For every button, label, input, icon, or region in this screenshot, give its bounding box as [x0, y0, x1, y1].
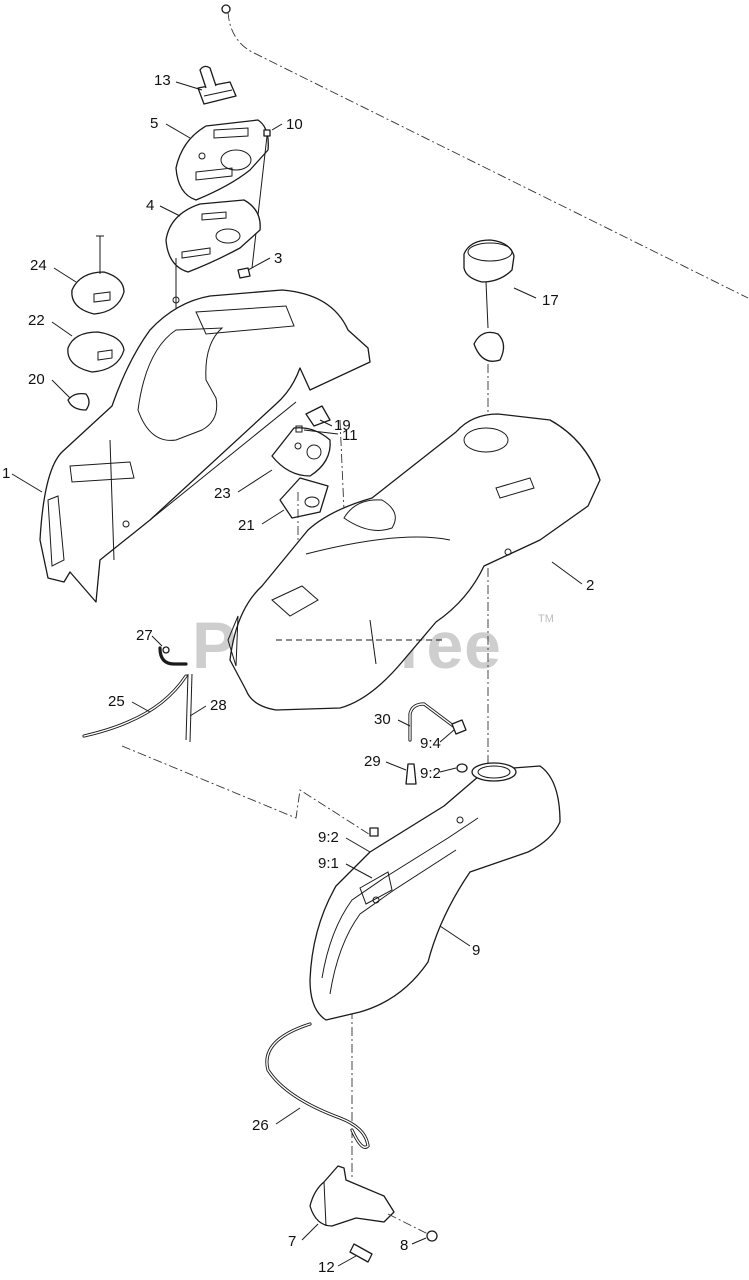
part-29-valve[interactable]	[405, 763, 417, 785]
part-7-mounting-bracket[interactable]	[309, 1165, 395, 1227]
cable-knob	[221, 4, 231, 14]
callout-24[interactable]: 24	[30, 257, 47, 274]
part-28-bracket[interactable]	[185, 673, 193, 743]
bracket-bolt-line	[387, 1213, 429, 1235]
callout-9-2-upper[interactable]: 9:2	[420, 765, 441, 782]
callout-9-4[interactable]: 9:4	[420, 735, 441, 752]
part-9-4-elbow[interactable]	[451, 719, 467, 735]
part-9-2-grommet-upper[interactable]	[456, 763, 468, 773]
callout-9-2-lower[interactable]: 9:2	[318, 829, 339, 846]
part-24-screw	[96, 235, 104, 274]
part-19-clip[interactable]	[305, 405, 331, 427]
part-4-gasket-plate[interactable]	[165, 199, 261, 273]
part-11-screw[interactable]	[295, 425, 303, 433]
callout-27[interactable]: 27	[136, 627, 153, 644]
part-25-fuel-hose[interactable]	[82, 674, 188, 738]
part-27-hose-clip[interactable]	[158, 646, 188, 666]
part-17-fuel-cap[interactable]	[463, 239, 515, 362]
callout-21[interactable]: 21	[238, 517, 255, 534]
callout-19[interactable]: 19	[334, 417, 351, 434]
callout-13[interactable]: 13	[154, 72, 171, 89]
callout-leaders	[11, 81, 583, 1267]
callout-9[interactable]: 9	[472, 942, 480, 959]
part-9-fuel-tank[interactable]	[309, 762, 561, 1021]
callout-28[interactable]: 28	[210, 697, 227, 714]
callout-25[interactable]: 25	[108, 693, 125, 710]
part-23-bracket-plate[interactable]	[271, 427, 331, 477]
part-2-body-pan[interactable]	[227, 413, 601, 711]
callout-9-1[interactable]: 9:1	[318, 855, 339, 872]
callout-5[interactable]: 5	[150, 115, 158, 132]
callout-12[interactable]: 12	[318, 1259, 335, 1276]
part-1-dash-console[interactable]	[39, 289, 371, 603]
part-26-fuel-line[interactable]	[265, 1022, 370, 1149]
callout-2[interactable]: 2	[586, 577, 594, 594]
part-24-cover-plate[interactable]	[71, 271, 125, 315]
callout-4[interactable]: 4	[146, 197, 154, 214]
callout-22[interactable]: 22	[28, 312, 45, 329]
part-30-vent-hose[interactable]	[408, 702, 458, 742]
part-20-plug[interactable]	[67, 392, 90, 411]
watermark-trademark: TM	[538, 613, 554, 625]
callout-29[interactable]: 29	[364, 753, 381, 770]
part-10-screw[interactable]	[251, 129, 271, 269]
part-22-gasket[interactable]	[67, 331, 125, 373]
throttle-cable-path	[227, 11, 749, 299]
part-13-throttle-lever[interactable]	[197, 65, 237, 105]
part-8-bolt[interactable]	[426, 1230, 438, 1242]
callout-11[interactable]: 11	[342, 427, 358, 444]
callout-23[interactable]: 23	[214, 485, 231, 502]
part-5-control-plate[interactable]	[175, 119, 269, 201]
callout-17[interactable]: 17	[542, 292, 559, 309]
plate-washer	[172, 296, 180, 304]
part-21-gasket[interactable]	[279, 477, 329, 519]
callout-26[interactable]: 26	[252, 1117, 269, 1134]
callout-30[interactable]: 30	[374, 711, 391, 728]
callout-3[interactable]: 3	[274, 250, 282, 267]
callout-7[interactable]: 7	[288, 1233, 296, 1250]
part-12-clip[interactable]	[349, 1243, 373, 1263]
hose-route-line	[121, 745, 373, 837]
callout-10[interactable]: 10	[286, 116, 303, 133]
callout-20[interactable]: 20	[28, 371, 45, 388]
part-3-clip-nut[interactable]	[237, 267, 251, 279]
callout-8[interactable]: 8	[400, 1237, 408, 1254]
callout-1[interactable]: 1	[2, 465, 10, 482]
